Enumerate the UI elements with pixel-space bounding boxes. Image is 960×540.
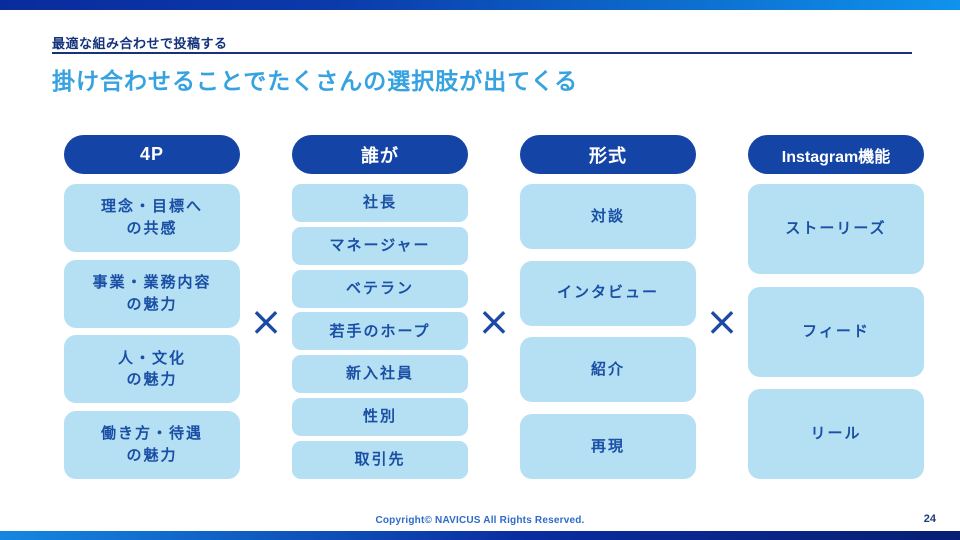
column-items-4p: 理念・目標へ の共感 事業・業務内容 の魅力 人・文化 の魅力 働き方・待遇 の… <box>64 184 240 479</box>
item-card: 働き方・待遇 の魅力 <box>64 410 240 479</box>
top-accent-bar <box>0 0 960 10</box>
item-card: 取引先 <box>292 440 468 479</box>
item-card: 若手のホープ <box>292 312 468 351</box>
item-card: フィード <box>748 286 924 377</box>
item-card: 再現 <box>520 413 696 479</box>
item-card: 性別 <box>292 398 468 437</box>
multiply-icon: × <box>705 299 739 345</box>
item-card: 理念・目標へ の共感 <box>64 184 240 252</box>
header-divider <box>52 52 912 54</box>
item-card: ベテラン <box>292 269 468 308</box>
column-who: 誰が 社長 マネージャー ベテラン 若手のホープ 新入社員 性別 取引先 <box>292 135 468 479</box>
item-card: インタビュー <box>520 260 696 326</box>
item-card: 社長 <box>292 184 468 222</box>
multiply-icon: × <box>249 299 283 345</box>
item-card: 人・文化 の魅力 <box>64 335 240 404</box>
item-card: マネージャー <box>292 226 468 265</box>
multiply-separator: × <box>696 135 748 479</box>
column-header-who: 誰が <box>292 135 468 174</box>
copyright-text: Copyright© NAVICUS All Rights Reserved. <box>375 515 585 526</box>
item-card: 新入社員 <box>292 355 468 394</box>
column-items-instagram-features: ストーリーズ フィード リール <box>748 184 924 479</box>
bottom-accent-bar <box>0 531 960 540</box>
column-header-format: 形式 <box>520 135 696 174</box>
slide-title: 掛け合わせることでたくさんの選択肢が出てくる <box>52 68 579 94</box>
column-format: 形式 対談 インタビュー 紹介 再現 <box>520 135 696 479</box>
slide-eyebrow: 最適な組み合わせで投稿する <box>52 36 228 51</box>
multiply-separator: × <box>468 135 520 479</box>
column-items-who: 社長 マネージャー ベテラン 若手のホープ 新入社員 性別 取引先 <box>292 184 468 479</box>
column-instagram-features: Instagram機能 ストーリーズ フィード リール <box>748 135 924 479</box>
page-number: 24 <box>923 513 936 525</box>
item-card: 対談 <box>520 184 696 249</box>
column-4p: 4P 理念・目標へ の共感 事業・業務内容 の魅力 人・文化 の魅力 働き方・待… <box>64 135 240 479</box>
column-header-instagram-features: Instagram機能 <box>748 135 924 174</box>
multiply-separator: × <box>240 135 292 479</box>
item-card: ストーリーズ <box>748 184 924 274</box>
column-items-format: 対談 インタビュー 紹介 再現 <box>520 184 696 479</box>
column-header-4p: 4P <box>64 135 240 174</box>
item-card: 事業・業務内容 の魅力 <box>64 259 240 328</box>
item-card: リール <box>748 389 924 479</box>
combination-diagram: 4P 理念・目標へ の共感 事業・業務内容 の魅力 人・文化 の魅力 働き方・待… <box>64 135 924 479</box>
multiply-icon: × <box>477 299 511 345</box>
item-card: 紹介 <box>520 337 696 403</box>
